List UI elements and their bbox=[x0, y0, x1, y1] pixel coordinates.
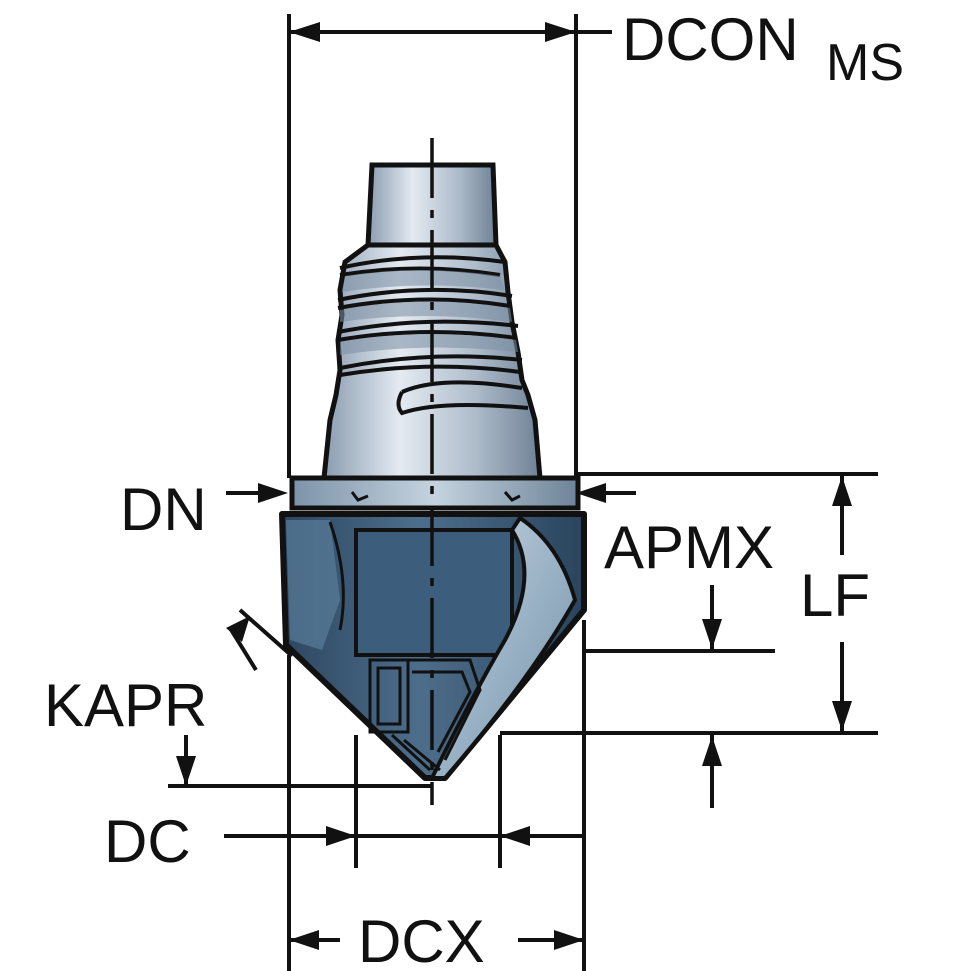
tool-shank bbox=[321, 162, 543, 481]
dimension-arrowheads bbox=[176, 22, 852, 950]
label-dcon: DCON bbox=[622, 6, 799, 73]
label-kapr: KAPR bbox=[44, 672, 207, 739]
label-apmx: APMX bbox=[604, 514, 774, 581]
label-dcon-subscript: MS bbox=[826, 34, 904, 92]
tool-head bbox=[279, 511, 587, 781]
label-lf: LF bbox=[800, 562, 870, 629]
label-dc: DC bbox=[104, 808, 191, 875]
tool-collar bbox=[289, 475, 581, 511]
label-dn: DN bbox=[120, 476, 207, 543]
label-dcx: DCX bbox=[358, 908, 485, 971]
